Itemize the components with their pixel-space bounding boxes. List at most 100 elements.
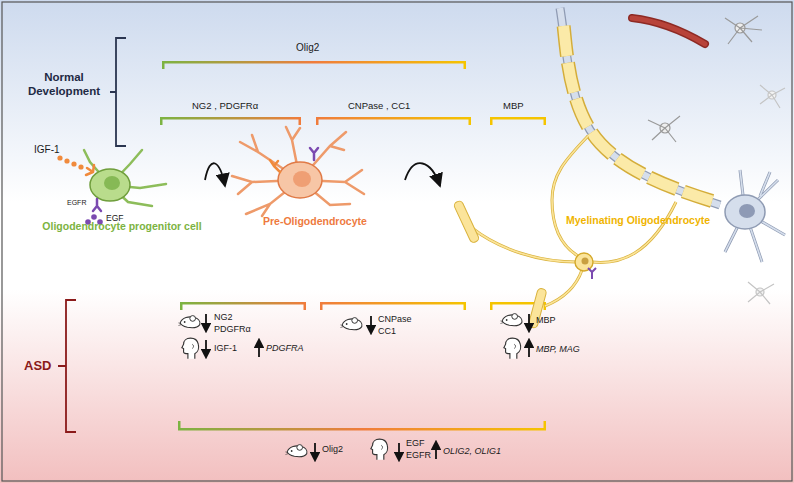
progenitor-cell — [84, 150, 166, 211]
stage-bars — [544, 421, 547, 430]
label-text: PDGFRA — [266, 343, 304, 354]
stage-bars — [544, 117, 547, 125]
pre-oligodendrocyte — [232, 127, 364, 216]
stage-bars — [469, 117, 472, 125]
neuron — [739, 204, 755, 218]
neuron — [560, 8, 720, 205]
stage-bars — [160, 117, 301, 120]
stage-bars — [160, 61, 546, 431]
stage-bars — [299, 117, 302, 125]
label-text: ASD — [24, 358, 51, 374]
change-arrows — [206, 314, 529, 459]
label-text: NG2 , PDGFRα — [192, 100, 258, 111]
pre-oligodendrocyte — [232, 127, 364, 216]
label-text: OLIG2, OLIG1 — [443, 446, 501, 457]
stage-bars — [464, 61, 467, 69]
myelinating-cell — [453, 136, 676, 329]
label-text: Normal Development — [18, 71, 110, 99]
neuron — [725, 195, 765, 229]
myelinating-cell — [582, 258, 589, 265]
label-text: MBP — [503, 100, 524, 111]
stage-bars — [490, 117, 546, 120]
stage-bars — [304, 302, 307, 310]
myelinating-cell — [575, 253, 593, 271]
neuron — [725, 170, 785, 262]
progenitor-cell — [90, 169, 130, 201]
stage-bars — [490, 302, 493, 310]
stage-arrow — [205, 163, 225, 186]
asd-bracket — [58, 300, 76, 432]
pre-oligodendrocyte — [310, 148, 318, 160]
stage-bars — [320, 302, 323, 310]
progenitor-cell — [93, 199, 101, 211]
stage-bars — [320, 302, 466, 305]
stage-arrow — [405, 163, 440, 186]
label-text: EGFR — [67, 199, 86, 207]
normal-bracket — [110, 38, 126, 146]
species-icons — [182, 338, 199, 359]
pre-oligodendrocyte — [270, 160, 280, 172]
change-arrows — [205, 340, 207, 354]
stage-bars — [464, 302, 467, 310]
glia-cells — [725, 16, 762, 44]
cell-stage: Oligodendrocyte progenitor cell — [42, 150, 205, 245]
change-arrows — [258, 343, 260, 357]
stage-name: Myelinating Oligodendrocyte — [566, 214, 710, 227]
cell-stage: Myelinating Oligodendrocyte — [440, 150, 730, 235]
label-text: MBP — [536, 315, 556, 326]
stage-bars — [178, 421, 181, 430]
stage-bars — [162, 61, 466, 64]
ligand-dots — [91, 214, 97, 220]
glia-cells — [648, 16, 785, 304]
neuron — [560, 8, 785, 262]
progenitor-cell — [84, 150, 166, 206]
species-icons — [178, 314, 522, 460]
pre-oligodendrocyte — [278, 162, 322, 198]
species-icons — [285, 445, 307, 457]
label-text: CNPase — [378, 314, 412, 325]
change-arrows — [370, 316, 372, 330]
label-text: EGF — [406, 438, 425, 449]
blood-vessel — [632, 18, 705, 44]
ligand-dots — [57, 155, 102, 224]
blood-vessel — [632, 18, 705, 44]
stage-bars — [490, 117, 493, 125]
blood-vessel — [632, 18, 705, 44]
ligand-dots — [57, 155, 62, 160]
species-icons — [371, 439, 388, 460]
stage-bars — [316, 117, 319, 125]
stage-bars — [162, 61, 165, 69]
stage-bars — [180, 302, 306, 305]
progenitor-cell — [86, 165, 94, 175]
stage-bars — [316, 117, 471, 120]
stage-name: Pre-Oligodendrocyte — [263, 215, 367, 228]
label-text: Olig2 — [322, 444, 343, 455]
species-icons — [500, 314, 522, 326]
label-text: Olig2 — [296, 42, 319, 54]
label-text: IGF-1 — [34, 144, 60, 156]
species-icons — [178, 316, 200, 328]
stage-bars — [160, 117, 163, 125]
label-text: PDGFRα — [214, 324, 251, 335]
neuron — [725, 170, 785, 262]
species-icons — [340, 318, 362, 330]
cell-stage: Pre-Oligodendrocyte — [225, 150, 405, 235]
myelinating-cell — [588, 268, 596, 279]
change-arrows — [435, 445, 437, 459]
label-text: IGF-1 — [214, 343, 237, 354]
glia-cells — [648, 116, 680, 142]
neuron — [563, 20, 712, 201]
neuron — [563, 20, 712, 201]
label-text: CNPase , CC1 — [348, 100, 410, 111]
change-arrows — [528, 343, 530, 357]
asd-bracket — [58, 300, 76, 432]
change-arrows — [398, 443, 400, 457]
stage-bars — [180, 302, 183, 310]
change-arrows — [205, 314, 207, 328]
stage-bars — [178, 428, 546, 431]
ligand-dots — [71, 161, 76, 166]
normal-bracket — [110, 38, 126, 146]
